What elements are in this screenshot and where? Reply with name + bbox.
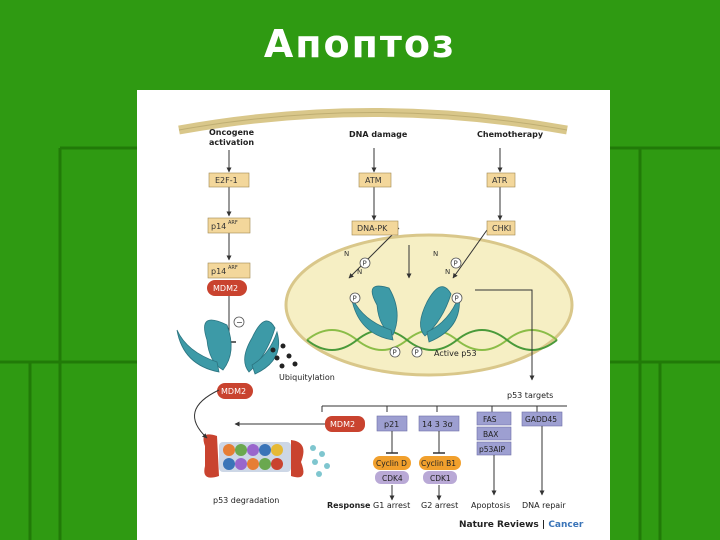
bax-label: BAX (483, 430, 498, 439)
chk1-label: CHKI (492, 224, 511, 233)
response-g2: G2 arrest (421, 501, 458, 510)
cdk4: CDK4 (375, 471, 409, 484)
cdk4-label: CDK4 (382, 474, 403, 483)
mdm2-top: MDM2 (207, 280, 247, 296)
mdm2-target: MDM2 (325, 416, 365, 432)
p21-label: p21 (384, 420, 399, 429)
atr-label: ATR (492, 176, 508, 185)
dnapk-label: DNA-PK (357, 224, 388, 233)
chk1-box: CHKI (486, 220, 516, 236)
n-label-2: N (357, 268, 362, 276)
p53-inactive (176, 319, 280, 375)
cyclin-b1: Cyclin B1 (419, 456, 461, 470)
p53-pathway-figure: Oncogene activation DNA damage Chemother… (137, 90, 610, 540)
figure-credit: Nature Reviews | Cancer (459, 520, 583, 530)
sigma-label: 14 3 3σ (422, 420, 453, 429)
gadd45-label: GADD45 (525, 415, 557, 424)
dna-damage-label: DNA damage (349, 130, 408, 139)
p53aip-label: p53AIP (479, 445, 506, 454)
gadd45-box: GADD45 (521, 411, 563, 427)
atm-box: ATM (358, 172, 392, 188)
oncogene-label-2: activation (209, 138, 254, 147)
n-label-3: N (433, 250, 438, 258)
p-label-1: P (363, 260, 367, 268)
response-apoptosis: Apoptosis (471, 501, 510, 510)
mdm2-bottom: MDM2 (217, 383, 253, 399)
p53-active (350, 285, 460, 343)
response-g1: G1 arrest (373, 501, 410, 510)
response-dna-repair: DNA repair (522, 501, 566, 510)
n-label-1: N (344, 250, 349, 258)
p53-degradation-label: p53 degradation (213, 496, 279, 505)
p53aip-box: p53AIP (476, 441, 512, 456)
mdm2-bottom-label: MDM2 (221, 387, 246, 396)
sigma-box: 14 3 3σ (418, 415, 460, 432)
pathway-diagram: Oncogene activation DNA damage Chemother… (176, 108, 574, 510)
p14arf-sup-1: ARF (228, 220, 238, 226)
dnapk-box: DNA-PK (351, 220, 399, 236)
credit-prefix: Nature Reviews | (459, 520, 549, 530)
minus-sign: − (236, 318, 243, 327)
degraded-fragments (310, 445, 330, 477)
mdm2-target-label: MDM2 (330, 420, 355, 429)
mdm2-top-label: MDM2 (213, 284, 238, 293)
p-label-6: P (415, 349, 419, 357)
e2f1-label: E2F-1 (215, 176, 238, 185)
cyclin-d: Cyclin D (373, 456, 411, 470)
p21-box: p21 (376, 415, 408, 432)
n-label-4: N (445, 268, 450, 276)
atm-label: ATM (365, 176, 382, 185)
p14arf-box-1: p14 ARF (207, 217, 251, 234)
chemotherapy-label: Chemotherapy (477, 130, 544, 139)
p-label-4: P (455, 295, 459, 303)
slide-title: Апоптоз (263, 22, 457, 66)
cdk1: CDK1 (423, 471, 457, 484)
fas-box: FAS (476, 411, 512, 426)
ubiquitylation-label: Ubiquitylation (279, 373, 335, 382)
e2f1-box: E2F-1 (208, 172, 250, 188)
p-label-2: P (454, 260, 458, 268)
response-title: Response (327, 501, 371, 510)
phosphate-groups (349, 257, 463, 358)
p53-targets-label: p53 targets (507, 391, 553, 400)
cyclin-d-label: Cyclin D (376, 459, 407, 468)
ubiquitin-dots (270, 343, 298, 369)
proteasome (203, 434, 304, 478)
p14arf-label-1: p14 (211, 222, 226, 231)
bax-box: BAX (476, 426, 512, 441)
active-p53-label: Active p53 (434, 349, 477, 358)
p14arf-box-2: p14 ARF (207, 262, 251, 279)
fas-label: FAS (483, 415, 497, 424)
cyclin-b1-label: Cyclin B1 (421, 459, 456, 468)
p14arf-sup-2: ARF (228, 265, 238, 271)
p-label-5: P (393, 349, 397, 357)
oncogene-label-1: Oncogene (209, 128, 255, 137)
cdk1-label: CDK1 (430, 474, 451, 483)
p14arf-label-2: p14 (211, 267, 226, 276)
p-label-3: P (353, 295, 357, 303)
credit-journal: Cancer (548, 520, 584, 530)
atr-box: ATR (486, 172, 516, 188)
